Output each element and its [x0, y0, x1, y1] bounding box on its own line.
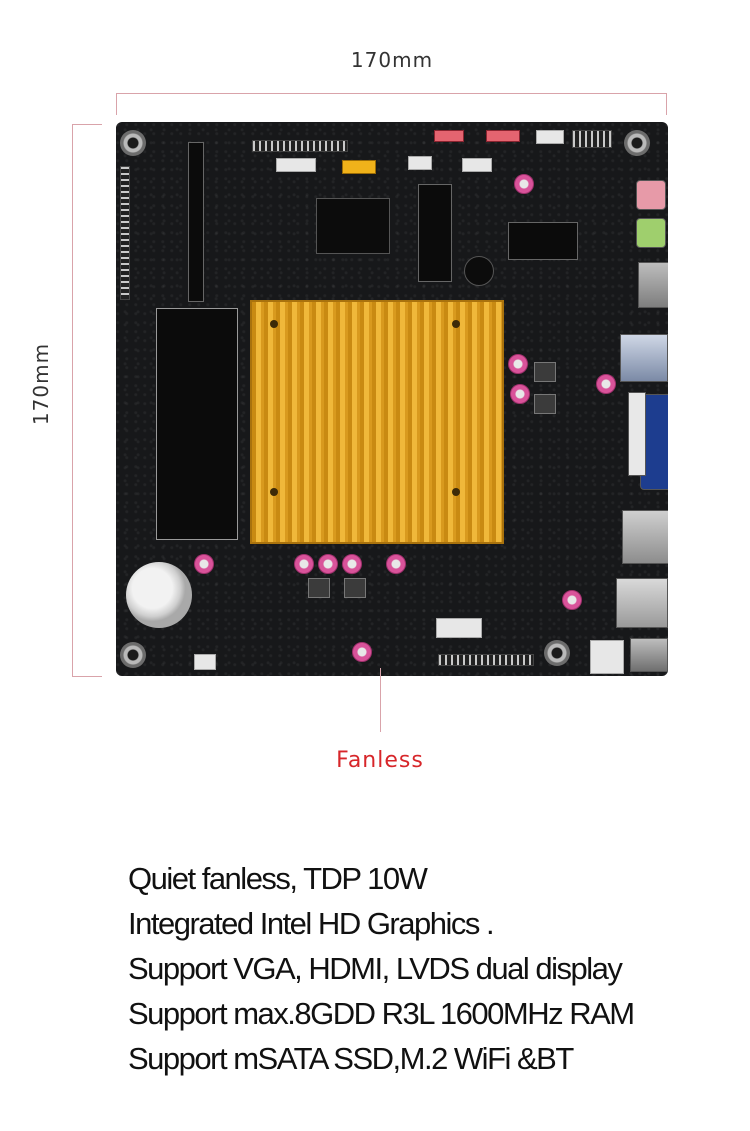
- height-dimension-tick-top: [72, 124, 102, 125]
- pcie-slot: [188, 142, 204, 302]
- inductor: [308, 578, 330, 598]
- capacitor: [342, 554, 362, 574]
- connector-white-2: [408, 156, 432, 170]
- heatsink-screw: [452, 488, 460, 496]
- feature-item: Support mSATA SSD,M.2 WiFi &BT: [128, 1041, 574, 1076]
- feature-item: Integrated Intel HD Graphics .: [128, 906, 495, 941]
- power-connector: [590, 640, 624, 674]
- inductor: [534, 362, 556, 382]
- height-dimension-line: [72, 124, 73, 677]
- feature-list: Quiet fanless, TDP 10W Integrated Intel …: [128, 856, 635, 1081]
- connector-white-4: [536, 130, 564, 144]
- header-pins-top: [252, 140, 348, 152]
- header-pins-right: [572, 130, 612, 148]
- mounting-hole-top-right: [624, 130, 650, 156]
- feature-item: Support max.8GDD R3L 1600MHz RAM: [128, 996, 635, 1031]
- capacitor: [514, 174, 534, 194]
- capacitor: [318, 554, 338, 574]
- fanless-label: Fanless: [336, 748, 424, 773]
- connector-red-2: [486, 130, 520, 142]
- lan-port: [622, 510, 668, 564]
- vga-header: [628, 392, 646, 476]
- buzzer: [464, 256, 494, 286]
- passive-heatsink: [250, 300, 504, 544]
- connector-red-1: [434, 130, 464, 142]
- feature-item: Support VGA, HDMI, LVDS dual display: [128, 951, 623, 986]
- m2-slot: [418, 184, 452, 282]
- motherboard-image: [116, 122, 668, 676]
- capacitor: [596, 374, 616, 394]
- capacitor: [508, 354, 528, 374]
- audio-jack-green: [636, 218, 666, 248]
- capacitor: [194, 554, 214, 574]
- connector-yellow: [342, 160, 376, 174]
- width-dimension-line: [116, 93, 667, 94]
- height-dimension-label: 170mm: [29, 342, 53, 426]
- inductor: [534, 394, 556, 414]
- usb2-ports: [616, 578, 668, 628]
- lvds-header: [438, 654, 534, 666]
- capacitor: [294, 554, 314, 574]
- connector-white-bottom: [436, 618, 482, 638]
- connector-white-3: [462, 158, 492, 172]
- header-pins-left-vertical: [120, 166, 130, 300]
- mounting-hole-top-left: [120, 130, 146, 156]
- capacitor: [352, 642, 372, 662]
- width-dimension-tick-left: [116, 93, 117, 115]
- mounting-hole-bottom-right: [544, 640, 570, 666]
- heatsink-screw: [270, 320, 278, 328]
- msata-slot: [508, 222, 578, 260]
- sodimm-slot: [156, 308, 238, 540]
- connector-white-top: [276, 158, 316, 172]
- audio-jack-pink: [636, 180, 666, 210]
- width-dimension-label: 170mm: [350, 48, 434, 72]
- width-dimension-tick-right: [666, 93, 667, 115]
- inductor: [344, 578, 366, 598]
- capacitor: [510, 384, 530, 404]
- dc-power-jack: [630, 638, 668, 672]
- mounting-hole-bottom-left: [120, 642, 146, 668]
- height-dimension-tick-bottom: [72, 676, 102, 677]
- capacitor: [386, 554, 406, 574]
- usb3-port: [620, 334, 668, 382]
- io-controller-chip: [316, 198, 390, 254]
- heatsink-screw: [452, 320, 460, 328]
- heatsink-screw: [270, 488, 278, 496]
- feature-item: Quiet fanless, TDP 10W: [128, 861, 428, 896]
- fanless-callout-line: [380, 668, 381, 732]
- hdmi-port: [638, 262, 668, 308]
- capacitor: [562, 590, 582, 610]
- cmos-battery: [126, 562, 192, 628]
- connector-white-bottom-left: [194, 654, 216, 670]
